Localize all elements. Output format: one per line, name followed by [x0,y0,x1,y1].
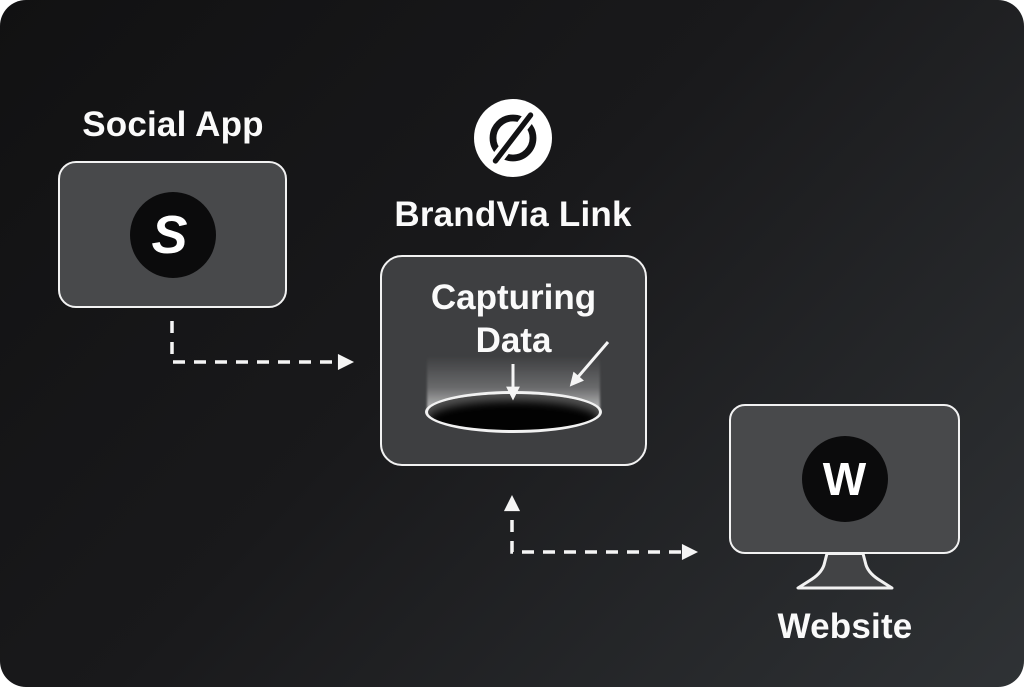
monitor-stand-icon [796,552,894,590]
website-monitor-icon: W [729,404,960,554]
dashed-arrow-brandvia-website [503,494,699,561]
dashed-arrow-social-to-brandvia [170,321,355,371]
social-app-logo-circle: S [129,191,216,278]
letter-w-icon: W [822,453,867,505]
capture-title-line1: Capturing [430,278,597,317]
capture-box-title: Capturing Data [380,276,647,362]
social-app-node: S [58,161,287,308]
capture-title-line2: Data [475,321,552,360]
website-label: Website [777,607,913,646]
brandvia-logo-icon [474,99,552,177]
brandvia-link-label: BrandVia Link [394,195,632,234]
social-app-label: Social App [82,105,264,144]
slashed-circle-glyph [489,112,537,164]
stylized-s-icon: S [151,204,188,265]
black-hole-ellipse-icon [425,391,602,433]
website-logo-circle: W [801,436,888,522]
